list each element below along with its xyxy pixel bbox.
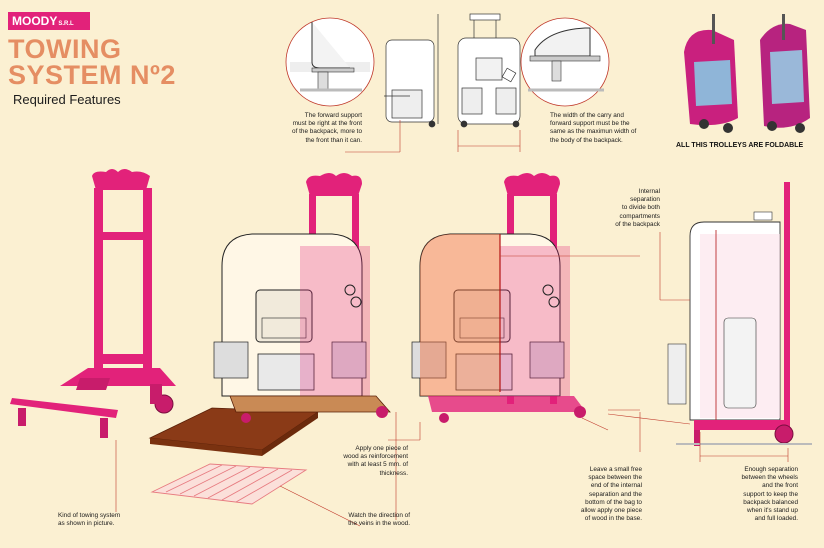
note-free-space: Leave a small free space between the end… <box>580 466 642 523</box>
leader-lines <box>115 232 789 527</box>
page-title: TOWING SYSTEM Nº2 <box>8 34 176 90</box>
brand-name: MOODY <box>12 14 58 28</box>
top-side-view <box>384 14 439 128</box>
note-width: The width of the carry and forward suppo… <box>550 112 637 144</box>
title-line-2: SYSTEM Nº2 <box>8 60 176 90</box>
note-forward-support: The forward support must be right at the… <box>292 112 362 144</box>
brand-suffix: S.R.L <box>58 21 74 27</box>
note-internal-separation: Internal separation to divide both compa… <box>615 188 660 228</box>
top-front-view <box>457 13 521 128</box>
detail-circle-left <box>285 17 375 107</box>
photo-caption: ALL THIS TROLLEYS ARE FOLDABLE <box>676 142 804 149</box>
brand-logo: MOODYS.R.L <box>8 12 90 30</box>
wood-board <box>148 407 320 456</box>
trolley-photo <box>676 12 816 136</box>
towing-frame <box>10 169 176 438</box>
wood-veins <box>150 463 308 505</box>
side-view-right <box>667 182 812 446</box>
backpack-with-wood <box>213 173 391 423</box>
note-wheel-separation: Enough separation between the wheels and… <box>741 466 799 523</box>
detail-circle-right <box>520 17 610 107</box>
page-subtitle: Required Features <box>13 92 121 107</box>
title-line-1: TOWING <box>8 34 122 64</box>
note-wood-veins: Watch the direction of the veins in the … <box>348 512 410 528</box>
note-wood-reinforcement: Apply one piece of wood as reinforcement… <box>343 445 408 477</box>
backpack-with-separation <box>411 173 586 423</box>
note-towing-kind: Kind of towing system as shown in pictur… <box>58 512 121 528</box>
